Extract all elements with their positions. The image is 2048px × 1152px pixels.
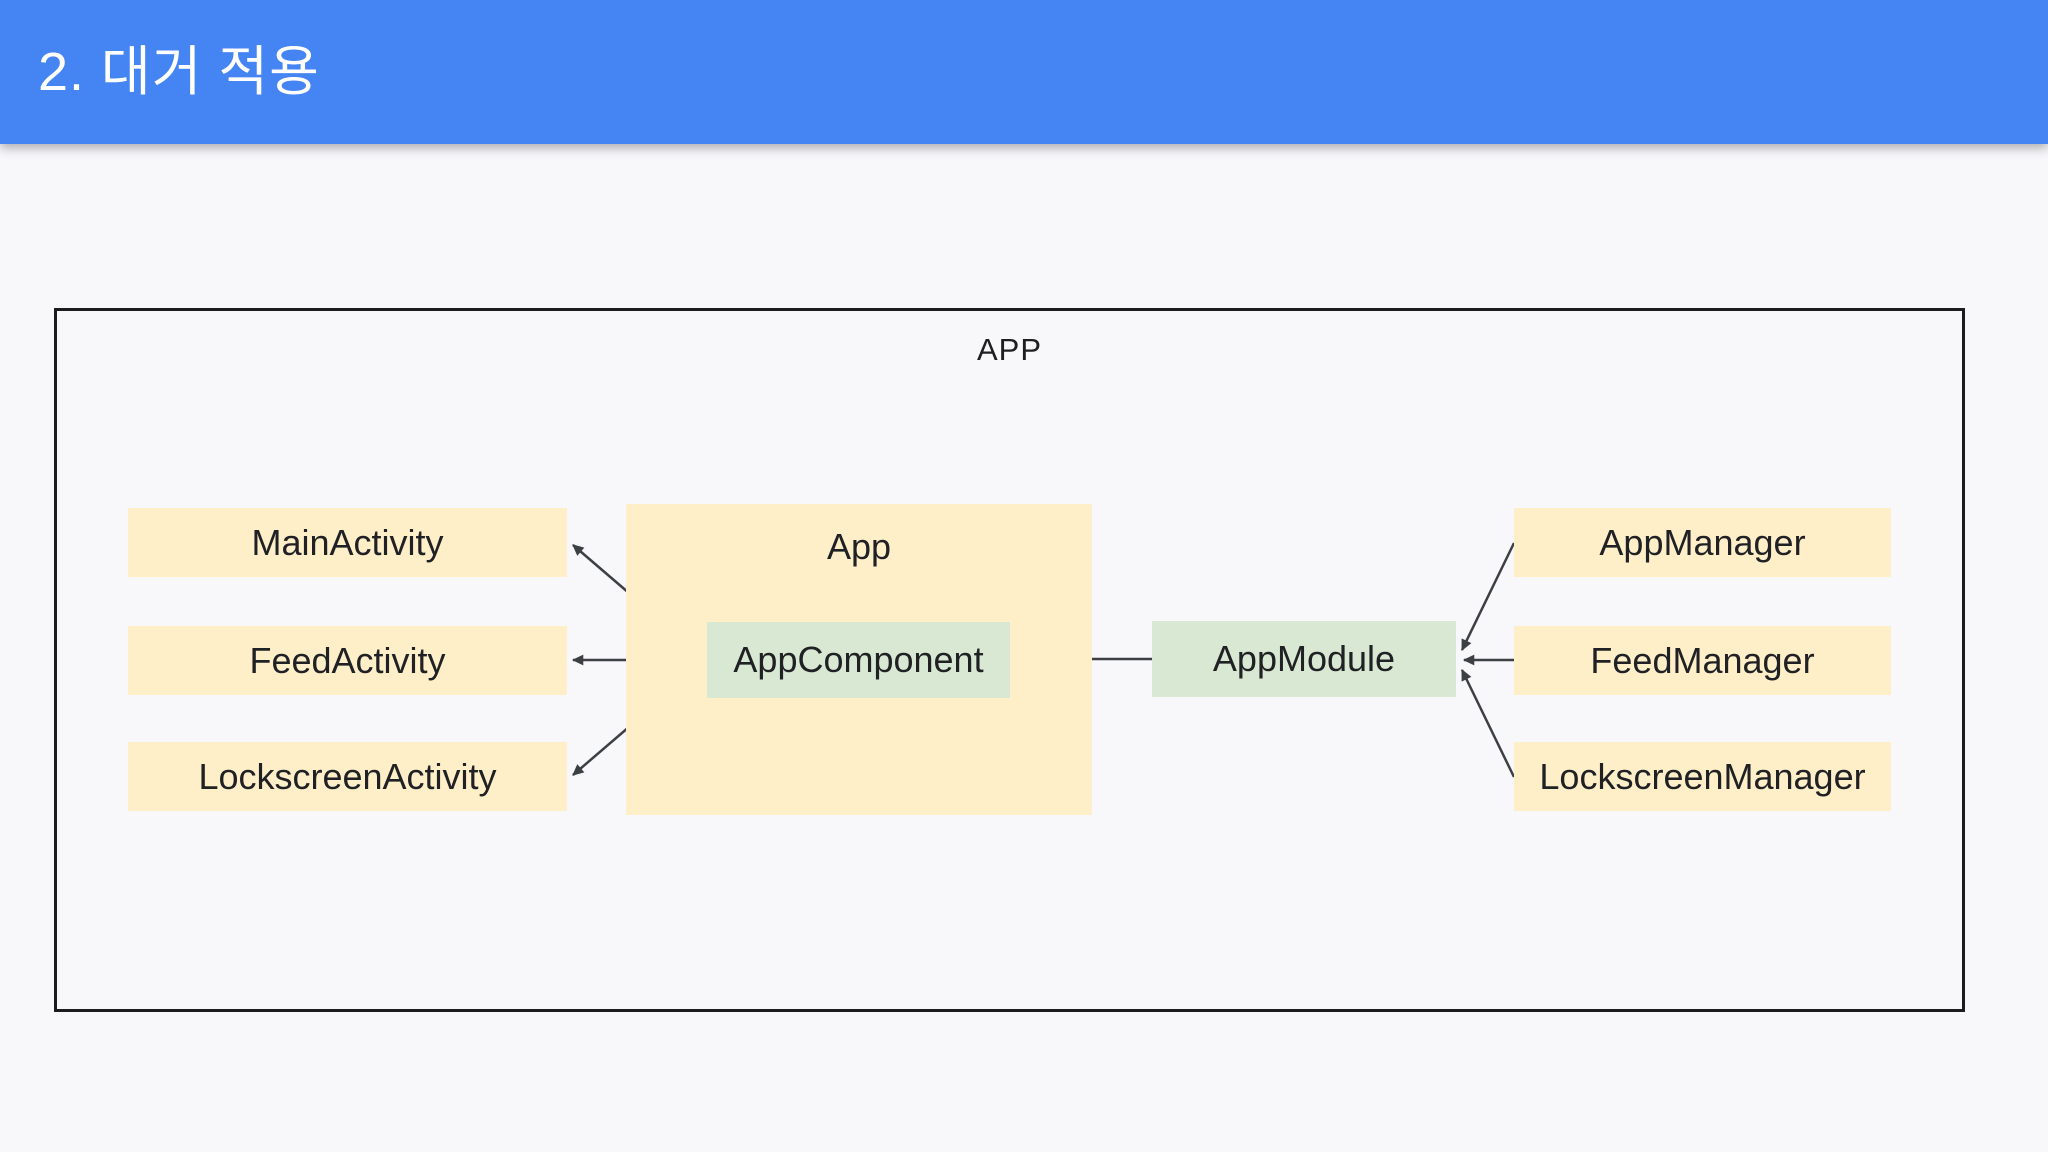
node-appcomponent: AppComponent: [707, 622, 1010, 698]
node-label: FeedManager: [1590, 639, 1815, 681]
node-label: AppManager: [1599, 521, 1806, 563]
node-label: App: [826, 526, 892, 567]
node-label: AppModule: [1212, 638, 1396, 679]
node-appmodule: AppModule: [1152, 621, 1456, 697]
node-appmanager: AppManager: [1514, 508, 1891, 577]
slide-header: 2. 대거 적용: [0, 0, 2048, 144]
node-feedmanager: FeedManager: [1514, 626, 1891, 695]
node-label: LockscreenActivity: [198, 755, 497, 797]
node-lockscreenactivity: LockscreenActivity: [128, 742, 567, 811]
node-feedactivity: FeedActivity: [128, 626, 567, 695]
node-label: AppComponent: [733, 639, 984, 680]
node-label: FeedActivity: [249, 639, 446, 681]
node-lockscreenmanager: LockscreenManager: [1514, 742, 1891, 811]
slide-title: 2. 대거 적용: [38, 42, 320, 102]
node-label: MainActivity: [251, 521, 444, 563]
node-mainactivity: MainActivity: [128, 508, 567, 577]
node-label: LockscreenManager: [1539, 755, 1866, 797]
app-frame-label: APP: [976, 332, 1043, 367]
